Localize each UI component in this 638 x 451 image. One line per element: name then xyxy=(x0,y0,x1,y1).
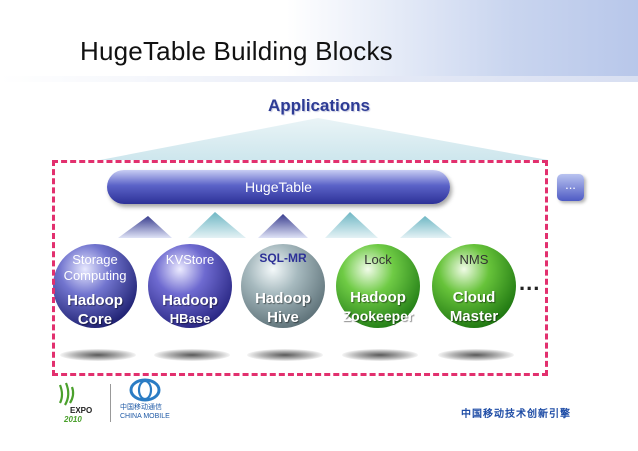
block-5-function: NMS xyxy=(459,252,489,267)
more-blocks-ellipsis: ... xyxy=(519,270,541,295)
block-3-function: SQL-MR xyxy=(259,251,307,265)
slide-title: HugeTable Building Blocks xyxy=(80,36,393,66)
block-5-sub: Master xyxy=(449,308,499,325)
block-sphere-2 xyxy=(148,244,232,328)
block-cloud-master: NMS Cloud Master xyxy=(432,244,516,328)
connector-5 xyxy=(400,216,452,238)
connector-1 xyxy=(118,216,172,238)
expo-year: 2010 xyxy=(63,415,82,424)
block-2-function: KVStore xyxy=(165,252,215,267)
slogan: 中国移动技术创新引擎 xyxy=(461,409,571,420)
china-mobile-text: 中国移动通信 CHINA MOBILE xyxy=(120,403,170,421)
shadow-5 xyxy=(438,349,514,361)
block-zookeeper: Lock Hadoop Zookeeper xyxy=(336,244,420,328)
block-sphere-5 xyxy=(432,244,516,328)
block-hive: SQL-MR Hadoop Hive xyxy=(241,244,325,328)
block-hbase: KVStore Hadoop HBase xyxy=(148,244,232,328)
china-mobile-en: CHINA MOBILE xyxy=(120,413,170,420)
connector-3 xyxy=(258,214,308,238)
china-mobile-logo xyxy=(128,377,162,408)
block-1-function-2: Computing xyxy=(63,268,127,283)
shadow-2 xyxy=(154,349,230,361)
title-band xyxy=(0,0,638,82)
expo-logo: EXPO 2010 xyxy=(54,379,106,425)
expo-text: EXPO xyxy=(70,406,92,415)
applications-label: Applications xyxy=(267,96,370,115)
connector-2 xyxy=(188,212,246,238)
hugetable-bar: HugeTable xyxy=(107,170,450,204)
block-4-sub: Zookeeper xyxy=(342,308,414,324)
block-4-function: Lock xyxy=(364,252,392,267)
shadow-1 xyxy=(60,349,136,361)
block-1-sub: Core xyxy=(77,311,113,328)
hugetable-boundary xyxy=(52,160,548,376)
block-2-name: Hadoop xyxy=(162,292,218,309)
hugetable-label: HugeTable xyxy=(245,179,312,195)
shadow-4 xyxy=(342,349,418,361)
block-3-name: Hadoop xyxy=(255,290,311,307)
shadow-3 xyxy=(247,349,323,361)
china-mobile-cn: 中国移动通信 xyxy=(120,404,162,411)
block-sphere-4 xyxy=(336,244,420,328)
more-button: ... xyxy=(557,174,584,201)
block-sphere-1 xyxy=(53,244,137,328)
footer-divider xyxy=(110,384,111,422)
block-1-function: Storage xyxy=(72,252,118,267)
block-5-name: Cloud xyxy=(452,289,496,306)
block-hadoop-core: Storage Computing Hadoop Core xyxy=(53,244,137,328)
china-mobile-icon xyxy=(129,378,161,402)
connector-4 xyxy=(325,212,378,238)
block-1-name: Hadoop xyxy=(67,292,123,309)
block-sphere-3 xyxy=(241,244,325,328)
block-4-name: Hadoop xyxy=(350,289,406,306)
applications-fan xyxy=(100,118,548,160)
block-3-sub: Hive xyxy=(267,309,299,326)
block-2-sub: HBase xyxy=(169,311,211,326)
expo-emblem-icon: EXPO 2010 xyxy=(58,382,92,424)
